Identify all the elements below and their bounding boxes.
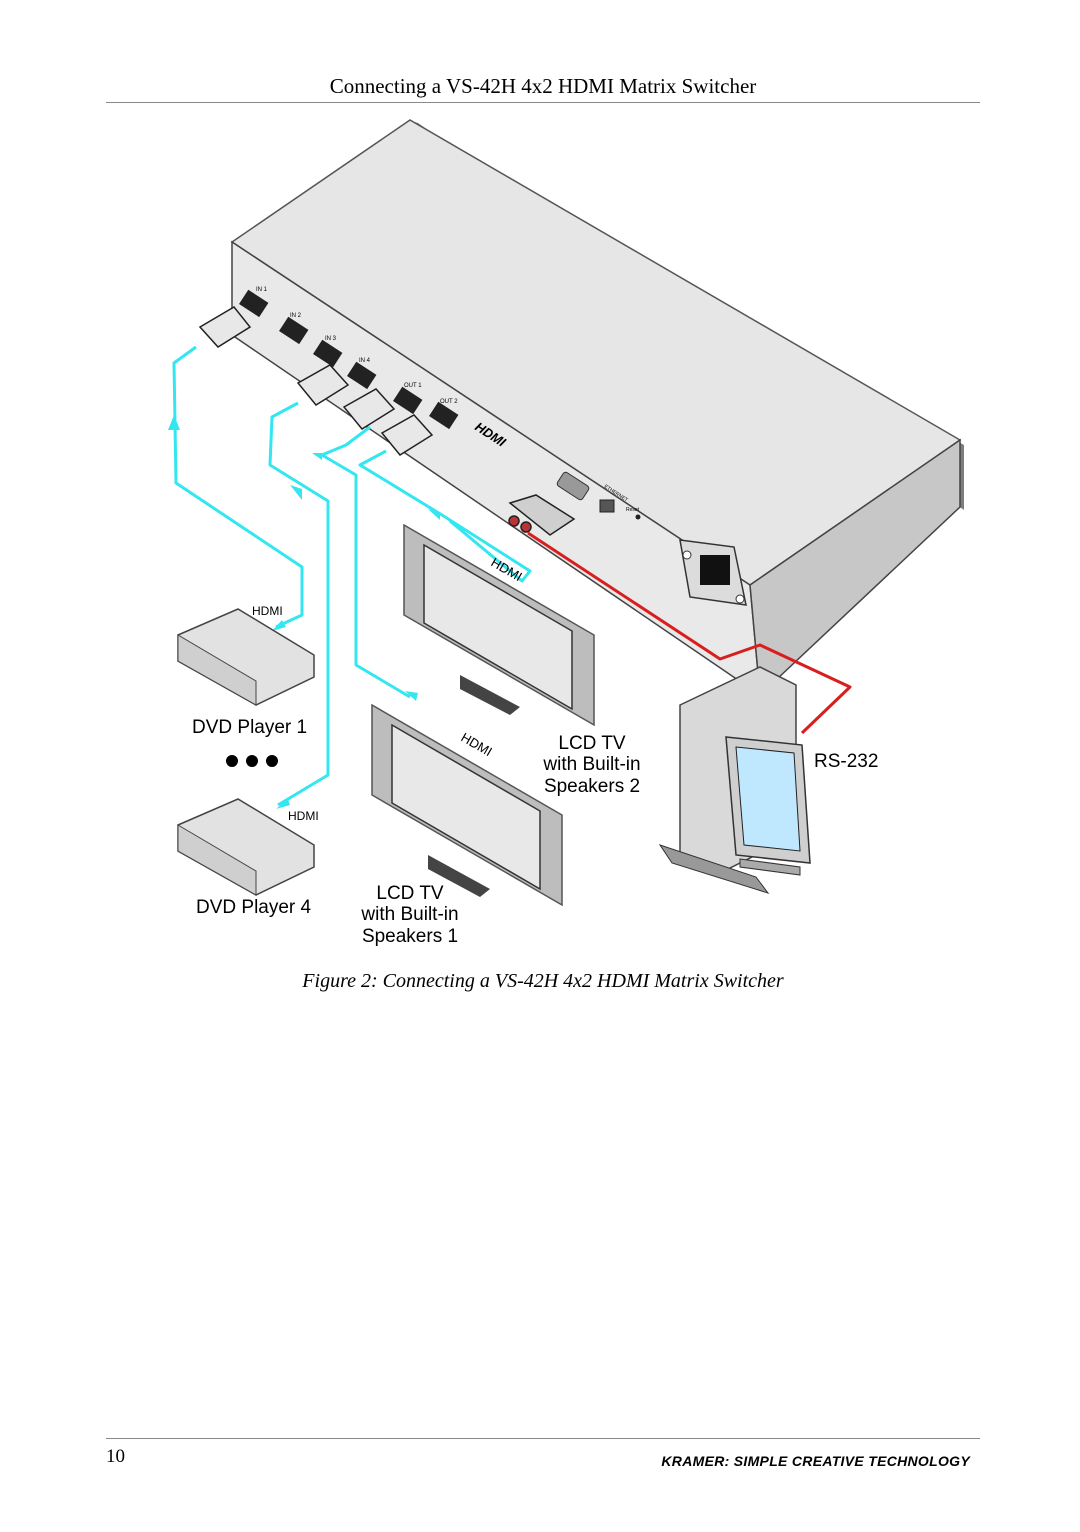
dvd-player-4: HDMI: [177, 798, 319, 896]
arrow-icon: [428, 509, 440, 520]
port-out-1: OUT 1: [393, 383, 423, 415]
hdmi-plugs: [198, 306, 434, 456]
tv1-label-line3: Speakers 1: [362, 926, 458, 947]
page-header: Connecting a VS-42H 4x2 HDMI Matrix Swit…: [329, 74, 757, 98]
port-label: OUT 2: [440, 399, 458, 405]
port-in-3: IN 3: [313, 336, 343, 368]
arrow-icon: [290, 485, 302, 500]
hdmi-cables: [172, 345, 532, 807]
connection-diagram: IN 1 IN 2 IN 3 IN 4 OUT 1 OUT 2 HDMI ETH…: [160, 115, 980, 955]
cable-tv1: [320, 425, 411, 699]
arrow-icon: [276, 799, 290, 809]
cable-dvd1: [172, 345, 304, 629]
port-label: OUT 1: [404, 383, 422, 389]
dvd-player-1: HDMI: [177, 604, 315, 706]
port-label: IN 2: [290, 313, 302, 319]
port-label: IN 3: [325, 336, 337, 342]
arrow-icon: [405, 691, 418, 701]
tv2-label-line2: with Built-in: [542, 754, 640, 775]
dvd4-label: DVD Player 4: [196, 897, 312, 918]
rs232-port: [556, 471, 590, 501]
footer-divider: [106, 1438, 980, 1439]
reset-button: [635, 514, 641, 520]
ethernet-port: [599, 499, 615, 513]
port-out-2: OUT 2: [429, 399, 459, 430]
ellipsis-dots: [226, 755, 278, 767]
matrix-switcher: IN 1 IN 2 IN 3 IN 4 OUT 1 OUT 2 HDMI ETH…: [230, 119, 964, 697]
pc-computer: [658, 666, 811, 894]
cable-tv2: [358, 449, 532, 583]
rs232-plug: [508, 494, 576, 536]
header-divider: [106, 102, 980, 103]
page-number: 10: [106, 1446, 125, 1467]
port-in-2: IN 2: [279, 313, 309, 345]
arrow-icon: [312, 453, 322, 460]
dvd1-label: DVD Player 1: [192, 717, 307, 738]
tv1-label-line2: with Built-in: [360, 904, 458, 925]
rs232-label: RS-232: [814, 751, 878, 772]
figure-caption: Figure 2: Connecting a VS-42H 4x2 HDMI M…: [302, 970, 784, 992]
cable-dvd4: [268, 401, 330, 807]
reset-label: Reset: [626, 507, 640, 513]
tv1-label-line1: LCD TV: [376, 883, 444, 904]
lcd-tv-1: HDMI: [371, 703, 563, 907]
hdmi-port-label: HDMI: [288, 809, 319, 823]
port-in-1: IN 1: [239, 287, 269, 318]
tv2-label-line3: Speakers 2: [544, 776, 640, 797]
hdmi-cable-label: HDMI: [459, 730, 495, 760]
arrow-icon: [168, 415, 180, 430]
tv2-label-line1: LCD TV: [558, 733, 626, 754]
hdmi-port-label: HDMI: [252, 604, 283, 618]
port-in-4: IN 4: [347, 358, 377, 390]
port-label: IN 1: [256, 287, 268, 293]
port-label: IN 4: [359, 358, 371, 364]
rs232-cable: [527, 531, 852, 735]
arrow-icon: [272, 620, 286, 631]
footer-brand: KRAMER: SIMPLE CREATIVE TECHNOLOGY: [661, 1453, 970, 1469]
